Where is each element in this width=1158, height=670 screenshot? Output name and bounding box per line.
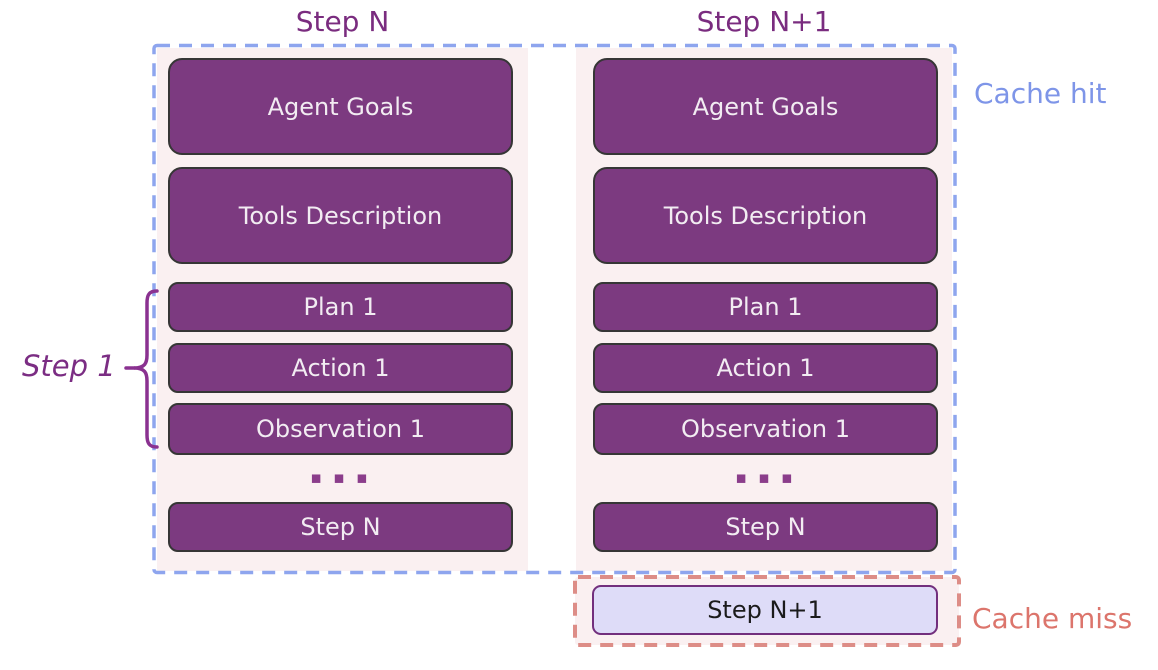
context-column-step-n-plus-1: Agent Goals Tools Description Plan 1 Act… xyxy=(576,48,952,571)
box-plan-1: Plan 1 xyxy=(593,282,938,332)
box-step-n: Step N xyxy=(168,502,513,552)
box-tools-description: Tools Description xyxy=(593,167,938,264)
box-plan-1: Plan 1 xyxy=(168,282,513,332)
box-agent-goals: Agent Goals xyxy=(593,58,938,155)
box-action-1: Action 1 xyxy=(168,343,513,393)
cache-hit-label: Cache hit xyxy=(974,77,1107,110)
box-agent-goals: Agent Goals xyxy=(168,58,513,155)
cache-miss-label: Cache miss xyxy=(972,602,1133,635)
column-title-step-n-plus-1: Step N+1 xyxy=(696,5,832,38)
context-column-step-n: Agent Goals Tools Description Plan 1 Act… xyxy=(157,48,528,571)
step-1-label: Step 1 xyxy=(22,349,116,383)
step-1-brace xyxy=(133,289,159,449)
box-observation-1: Observation 1 xyxy=(168,403,513,455)
box-action-1: Action 1 xyxy=(593,343,938,393)
column-title-step-n: Step N xyxy=(295,5,390,38)
ellipsis-dots: ▪ ▪ ▪ xyxy=(735,468,796,488)
box-step-n-plus-1-new: Step N+1 xyxy=(592,585,938,635)
ellipsis-dots: ▪ ▪ ▪ xyxy=(310,468,371,488)
box-observation-1: Observation 1 xyxy=(593,403,938,455)
box-step-n: Step N xyxy=(593,502,938,552)
box-tools-description: Tools Description xyxy=(168,167,513,264)
